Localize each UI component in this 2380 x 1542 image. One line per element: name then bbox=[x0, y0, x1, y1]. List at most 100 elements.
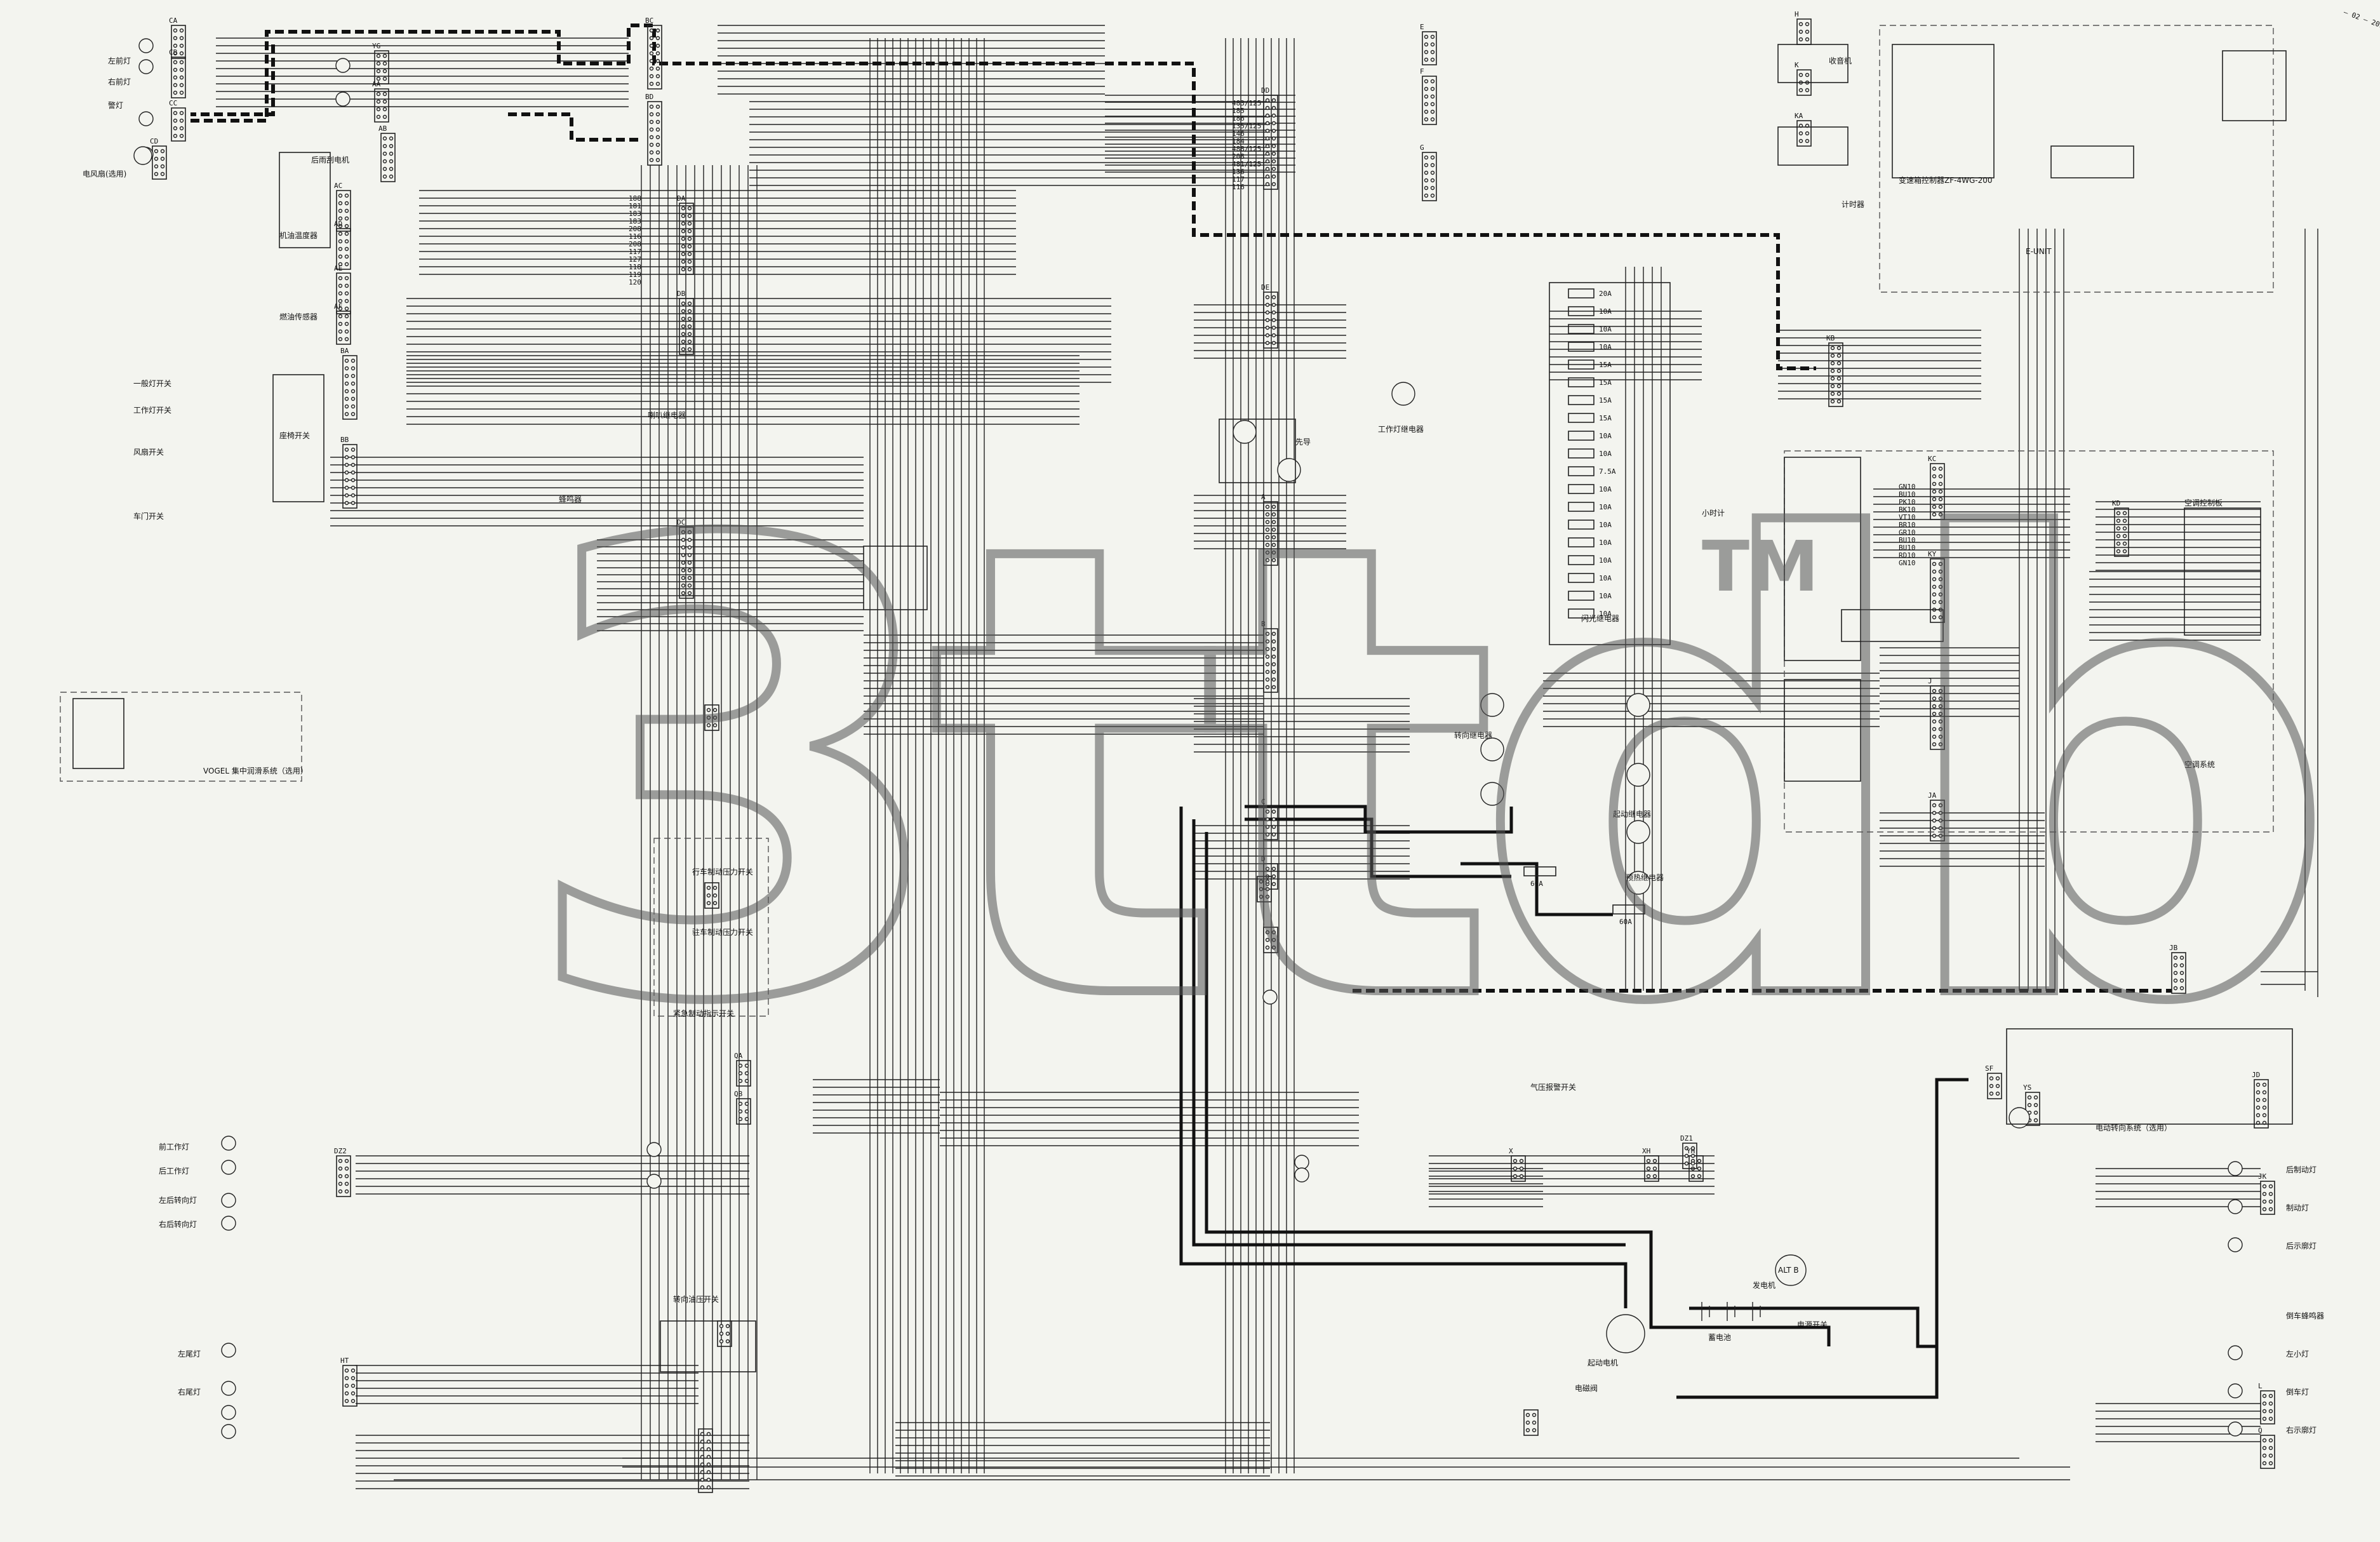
connector-id: AA bbox=[372, 80, 381, 88]
pin bbox=[1684, 1146, 1689, 1151]
pin bbox=[179, 118, 184, 123]
emergency-label: 紧急制动指示开关 bbox=[673, 1009, 734, 1018]
pin bbox=[2268, 1199, 2273, 1204]
ac-wire-code: PK10 bbox=[1899, 498, 1916, 506]
pin bbox=[1265, 662, 1270, 667]
pin bbox=[179, 75, 184, 80]
fuse-rating: 15A bbox=[1599, 361, 1612, 369]
brake-switch-label: 行车制动压力开关 bbox=[692, 867, 753, 876]
pin bbox=[389, 144, 394, 149]
pin bbox=[1424, 163, 1429, 168]
power-cable bbox=[1245, 817, 1511, 878]
connector-id: BC bbox=[645, 17, 653, 25]
pin bbox=[338, 291, 343, 296]
pilot-label: 先导 bbox=[1295, 438, 1311, 446]
pin bbox=[681, 339, 686, 344]
pin bbox=[1932, 826, 1937, 831]
pin bbox=[687, 545, 692, 550]
pin bbox=[1513, 1166, 1518, 1171]
pin bbox=[1932, 600, 1937, 605]
pin bbox=[351, 366, 356, 371]
pin bbox=[706, 901, 711, 906]
pin bbox=[1513, 1158, 1518, 1163]
pin bbox=[154, 149, 159, 154]
pin bbox=[1430, 117, 1435, 122]
pin bbox=[351, 500, 356, 506]
wire-code: 183 bbox=[629, 210, 641, 218]
pin bbox=[1519, 1174, 1524, 1179]
fuse bbox=[1568, 431, 1594, 441]
pin bbox=[382, 114, 387, 119]
pin bbox=[2262, 1453, 2267, 1458]
pin bbox=[744, 1109, 749, 1114]
main-fuse bbox=[1523, 866, 1556, 876]
pin bbox=[1271, 654, 1276, 659]
pin bbox=[681, 568, 686, 573]
pin bbox=[338, 231, 343, 236]
wire-code: 116 bbox=[1232, 183, 1245, 191]
pin bbox=[173, 60, 178, 65]
wire-code: 116 bbox=[629, 232, 641, 241]
pin bbox=[700, 1485, 705, 1490]
wire-code: 135/125 bbox=[1232, 122, 1261, 130]
wire-code: 185 bbox=[1232, 107, 1245, 115]
connector-id: SF bbox=[1985, 1064, 1993, 1073]
pin bbox=[681, 575, 686, 580]
lamp-icon bbox=[1294, 1155, 1309, 1170]
pin bbox=[344, 216, 349, 221]
pin bbox=[1932, 584, 1937, 589]
pin bbox=[649, 43, 654, 48]
pin bbox=[1932, 512, 1937, 517]
pin bbox=[1271, 166, 1276, 171]
wire-code: 118 bbox=[629, 263, 641, 271]
pin bbox=[1271, 930, 1276, 935]
pin bbox=[1265, 504, 1270, 509]
pin bbox=[649, 104, 654, 109]
pin bbox=[1938, 803, 1943, 808]
connector bbox=[1930, 463, 1945, 520]
pin bbox=[1265, 535, 1270, 540]
pin bbox=[1430, 109, 1435, 114]
pin bbox=[687, 568, 692, 573]
pin bbox=[376, 114, 381, 119]
pin bbox=[2179, 986, 2184, 991]
lamp-icon bbox=[221, 1343, 236, 1358]
pin bbox=[382, 166, 387, 171]
pin bbox=[1430, 94, 1435, 99]
connector-id: AC bbox=[334, 182, 342, 190]
relay-coil bbox=[1277, 458, 1301, 482]
turn-relay-box bbox=[2050, 145, 2134, 178]
pin bbox=[1525, 1428, 1530, 1433]
fuse bbox=[1568, 395, 1594, 405]
connector-id: BA bbox=[340, 347, 349, 355]
corner-mark: — 02 — 2019 bbox=[2343, 8, 2380, 32]
pin bbox=[1646, 1166, 1651, 1171]
signal-label: 左小灯 bbox=[2286, 1349, 2309, 1358]
pin bbox=[2262, 1409, 2267, 1414]
pin bbox=[160, 164, 165, 169]
pin bbox=[1265, 887, 1270, 892]
pin bbox=[1836, 368, 1842, 373]
fuse bbox=[1568, 573, 1594, 583]
flash-relay-label: 闪光继电器 bbox=[1581, 614, 1619, 623]
lamp-icon bbox=[138, 59, 154, 74]
ac-control-board bbox=[2184, 507, 2261, 636]
pin bbox=[649, 142, 654, 147]
pin bbox=[351, 358, 356, 363]
pin bbox=[1259, 887, 1264, 892]
pin bbox=[655, 150, 660, 155]
fuse-rating: 10A bbox=[1599, 556, 1612, 565]
connector bbox=[1523, 1409, 1539, 1436]
pin bbox=[1265, 639, 1270, 644]
pin bbox=[687, 316, 692, 321]
connector bbox=[2254, 1079, 2269, 1129]
park-switch-label: 驻车制动压力开关 bbox=[692, 927, 753, 937]
valve-label: 电磁阀 bbox=[1575, 1383, 1598, 1393]
power-cable bbox=[1192, 819, 1626, 1247]
lamp-icon bbox=[1262, 989, 1278, 1005]
start-motor-label: 起动电机 bbox=[1588, 1358, 1618, 1367]
pin bbox=[1271, 809, 1276, 814]
pin bbox=[344, 1398, 349, 1404]
pin bbox=[1932, 818, 1937, 823]
connector bbox=[1263, 95, 1278, 190]
